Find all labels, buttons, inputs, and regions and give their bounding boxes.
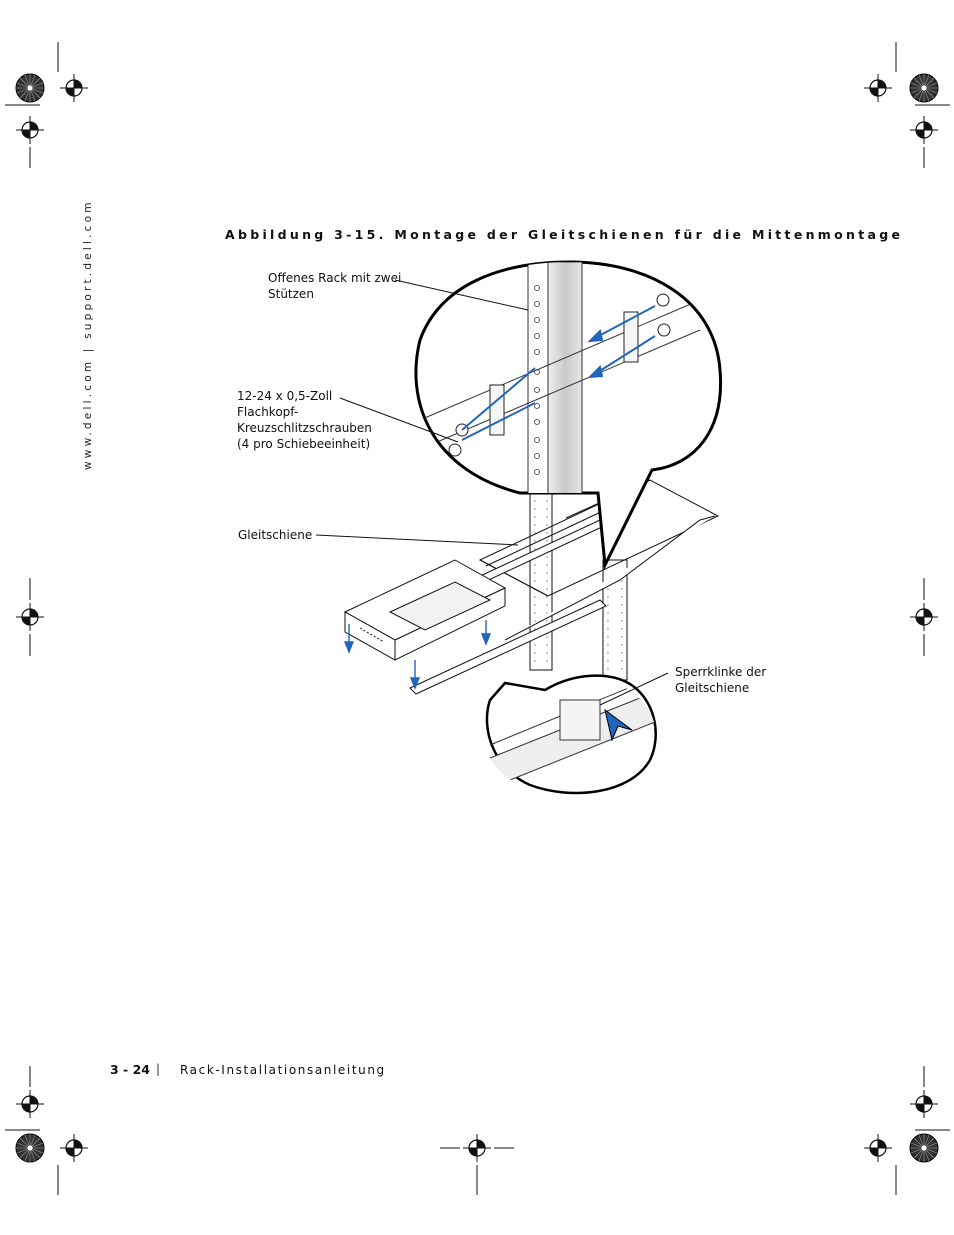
- slide-rails: [409, 479, 720, 695]
- callout-rack: Offenes Rack mit zwei Stützen: [268, 271, 402, 301]
- callout-rail: Gleitschiene: [238, 528, 313, 542]
- page-number: 3 - 24: [110, 1062, 150, 1077]
- footer-separator: |: [156, 1062, 161, 1076]
- callout-screws: 12-24 x 0,5-Zoll Flachkopf-Kreuzschlitzs…: [237, 389, 372, 451]
- side-url: www.dell.com | support.dell.com: [82, 199, 94, 470]
- server-chassis: [343, 559, 507, 661]
- callout-latch: Sperrklinke der Gleitschiene: [675, 665, 767, 695]
- figure-caption: Abbildung 3-15. Montage der Gleitschiene…: [225, 227, 904, 242]
- footer-doc-title: Rack-Installationsanleitung: [180, 1063, 386, 1077]
